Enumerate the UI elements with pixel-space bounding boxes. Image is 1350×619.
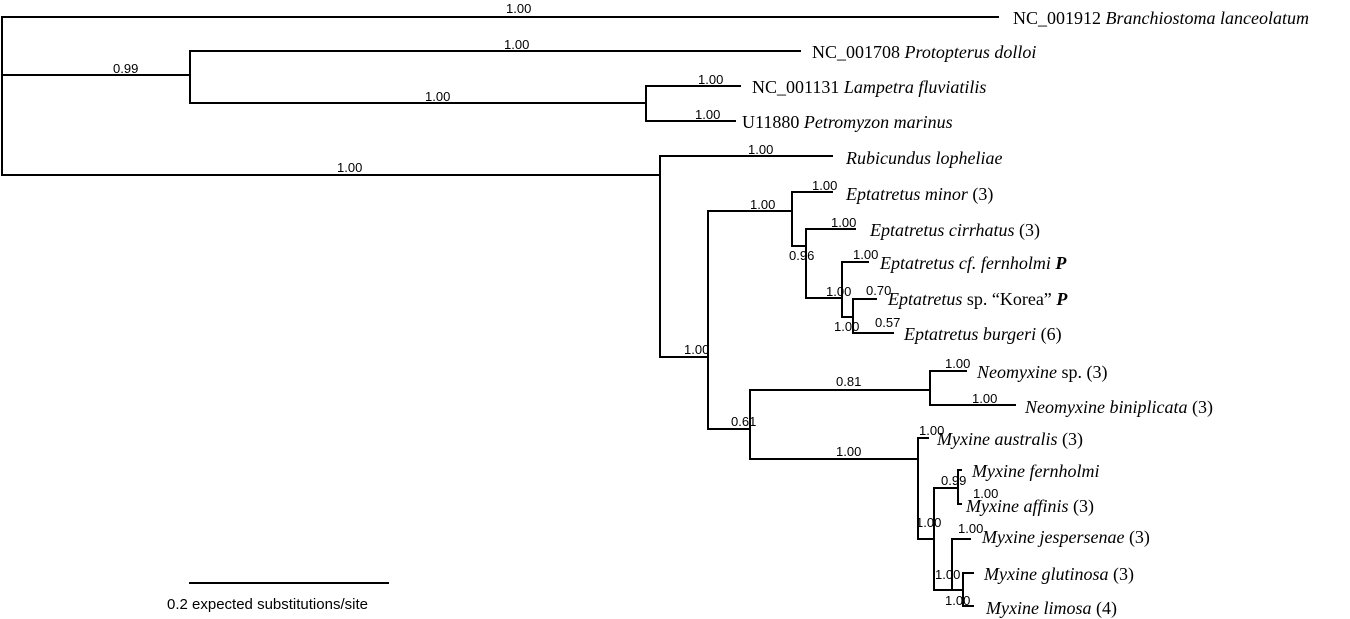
support-value: 1.00 <box>935 567 960 582</box>
tree-branches <box>1 16 1016 607</box>
taxon-label-t3: NC_001131 Lampetra fluviatilis <box>752 77 986 97</box>
support-value: 0.57 <box>875 315 900 330</box>
taxon-label-t1: NC_001912 Branchiostoma lanceolatum <box>1013 8 1309 28</box>
taxon-label-t15: Myxine affinis (3) <box>965 496 1094 517</box>
taxon-label-t5: Rubicundus lopheliae <box>845 148 1002 168</box>
support-values: 1.00 0.99 1.00 1.00 1.00 1.00 1.00 1.00 1.00 1.00… <box>113 1 998 608</box>
taxon-label-t11: Neomyxine sp. (3) <box>976 362 1107 383</box>
support-value: 1.00 <box>958 521 983 536</box>
support-value: 1.00 <box>337 160 362 175</box>
taxon-label-t16: Myxine jespersenae (3) <box>981 527 1150 548</box>
support-value: 1.00 <box>834 319 859 334</box>
support-value: 0.70 <box>866 283 891 298</box>
support-value: 1.00 <box>826 284 851 299</box>
support-value: 1.00 <box>684 342 709 357</box>
scale-bar: 0.2 expected substitutions/site <box>167 582 389 613</box>
scale-bar-label: 0.2 expected substitutions/site <box>167 596 368 613</box>
taxon-label-t8: Eptatretus cf. fernholmi P <box>879 253 1067 273</box>
support-value: 1.00 <box>972 391 997 406</box>
support-value: 1.00 <box>945 593 970 608</box>
support-value: 1.00 <box>506 1 531 16</box>
support-value: 1.00 <box>919 423 944 438</box>
support-value: 1.00 <box>916 515 941 530</box>
taxon-label-t18: Myxine limosa (4) <box>985 598 1117 619</box>
taxon-label-t14: Myxine fernholmi <box>971 461 1099 481</box>
taxon-label-t13: Myxine australis (3) <box>936 429 1083 450</box>
support-value: 1.00 <box>831 215 856 230</box>
support-value: 1.00 <box>425 89 450 104</box>
taxon-labels: NC_001912 Branchiostoma lanceolatumNC_00… <box>742 8 1309 619</box>
taxon-label-t4: U11880 Petromyzon marinus <box>742 112 953 132</box>
taxon-label-t10: Eptatretus burgeri (6) <box>903 324 1062 345</box>
support-value: 1.00 <box>748 142 773 157</box>
support-value: 0.99 <box>941 473 966 488</box>
taxon-label-t2: NC_001708 Protopterus dolloi <box>812 42 1036 62</box>
support-value: 0.81 <box>836 374 861 389</box>
support-value: 1.00 <box>698 72 723 87</box>
support-value: 1.00 <box>853 247 878 262</box>
support-value: 1.00 <box>973 486 998 501</box>
support-value: 1.00 <box>812 178 837 193</box>
taxon-label-t12: Neomyxine biniplicata (3) <box>1024 397 1213 418</box>
taxon-label-t17: Myxine glutinosa (3) <box>983 564 1134 585</box>
support-value: 0.96 <box>789 248 814 263</box>
support-value: 0.61 <box>731 414 756 429</box>
taxon-label-t9: Eptatretus sp. “Korea” P <box>887 289 1068 309</box>
support-value: 1.00 <box>750 197 775 212</box>
taxon-label-t7: Eptatretus cirrhatus (3) <box>869 220 1040 241</box>
support-value: 1.00 <box>945 356 970 371</box>
support-value: 1.00 <box>504 37 529 52</box>
support-value: 1.00 <box>836 444 861 459</box>
taxon-label-t6: Eptatretus minor (3) <box>845 184 993 205</box>
support-value: 1.00 <box>695 107 720 122</box>
support-value: 0.99 <box>113 61 138 76</box>
